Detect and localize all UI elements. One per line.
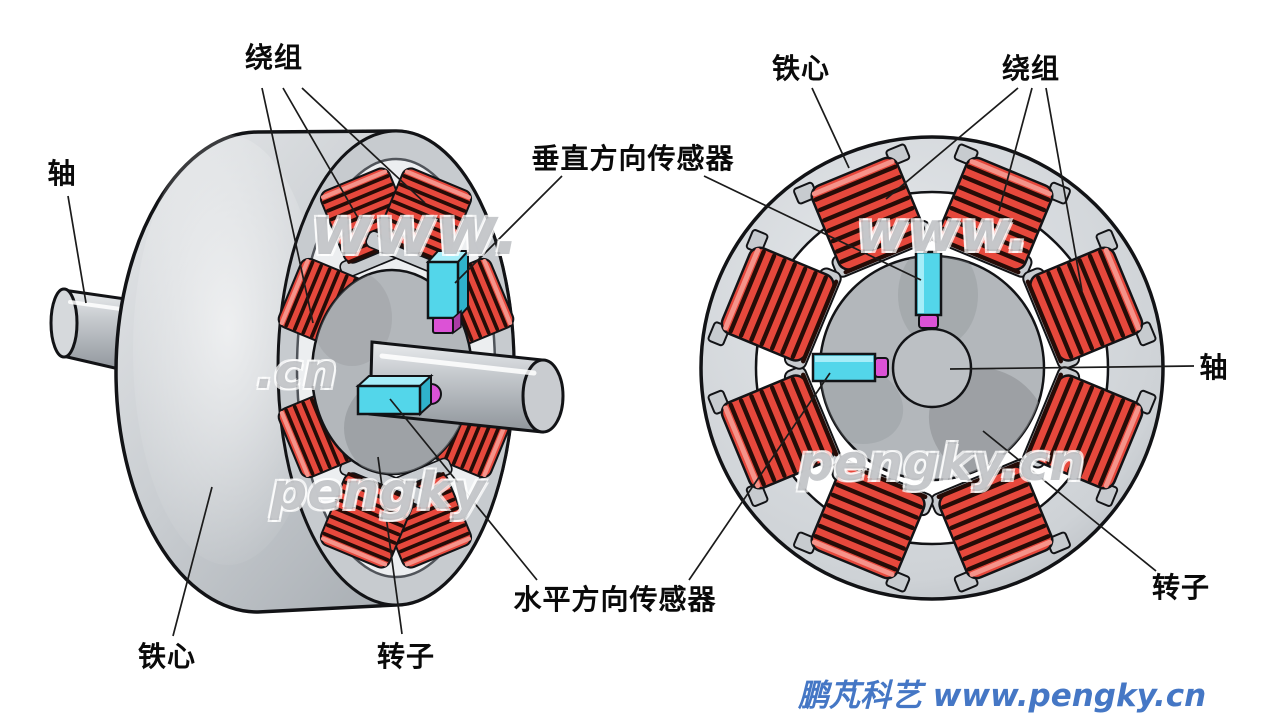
leader-hsensor-left bbox=[389, 398, 538, 581]
label-core-left: 铁心 bbox=[137, 642, 197, 673]
winding-coil bbox=[1022, 366, 1157, 507]
watermark-www-left: www. bbox=[310, 192, 520, 271]
winding-coil bbox=[319, 457, 427, 569]
leader-shaft-left bbox=[67, 195, 87, 304]
label-horizontal-sensor: 水平方向传感器 bbox=[513, 585, 717, 616]
leader-core-right bbox=[811, 87, 850, 169]
watermark-cn-left: .cn bbox=[256, 344, 337, 400]
housing-highlight bbox=[133, 135, 323, 565]
leader-lines bbox=[67, 87, 1195, 637]
horizontal-sensor-right bbox=[811, 352, 889, 383]
left-motor-view bbox=[49, 129, 565, 614]
leader-rotor-left bbox=[377, 456, 403, 635]
horizontal-sensor-left bbox=[355, 373, 442, 417]
winding-coil bbox=[707, 229, 842, 370]
leader-winding-left-2 bbox=[282, 87, 366, 231]
leader-vsensor-left bbox=[454, 175, 563, 284]
leader-winding-right-3 bbox=[1045, 87, 1083, 292]
label-rotor-right: 转子 bbox=[1151, 573, 1211, 604]
leader-winding-right-2 bbox=[998, 87, 1033, 212]
brand-text: 鹏芃科艺 www.pengky.cn bbox=[798, 678, 1207, 714]
winding-coil bbox=[930, 143, 1071, 278]
leader-rotor-right bbox=[982, 430, 1157, 572]
right-stator-windings bbox=[707, 143, 1157, 593]
label-vertical-sensor: 垂直方向传感器 bbox=[531, 144, 735, 175]
label-winding-right: 绕组 bbox=[1001, 54, 1061, 85]
leader-winding-left-3 bbox=[301, 87, 426, 204]
vertical-sensor-right bbox=[914, 250, 943, 329]
vertical-sensor-left bbox=[425, 248, 471, 335]
leader-hsensor-right bbox=[688, 372, 831, 581]
shaft-face bbox=[891, 327, 973, 409]
label-shaft-left: 轴 bbox=[47, 159, 77, 190]
watermark-pengky-left: pengky bbox=[270, 462, 486, 522]
leader-core-left bbox=[172, 486, 213, 637]
winding-coil bbox=[707, 366, 842, 507]
label-core-right: 铁心 bbox=[771, 54, 831, 85]
label-winding-left: 绕组 bbox=[244, 43, 304, 74]
label-shaft-right: 轴 bbox=[1199, 353, 1229, 384]
label-rotor-left: 转子 bbox=[376, 642, 436, 673]
winding-coil bbox=[1022, 229, 1157, 370]
watermark-www-right: www. bbox=[856, 200, 1029, 265]
leader-winding-left-1 bbox=[261, 87, 314, 324]
leader-shaft-right bbox=[949, 365, 1195, 370]
leader-winding-right-1 bbox=[885, 87, 1019, 200]
winding-coil bbox=[930, 458, 1071, 593]
leader-vsensor-right bbox=[703, 175, 922, 281]
watermark-pengky-right: pengky.cn bbox=[798, 434, 1085, 492]
winding-coil bbox=[793, 458, 934, 593]
